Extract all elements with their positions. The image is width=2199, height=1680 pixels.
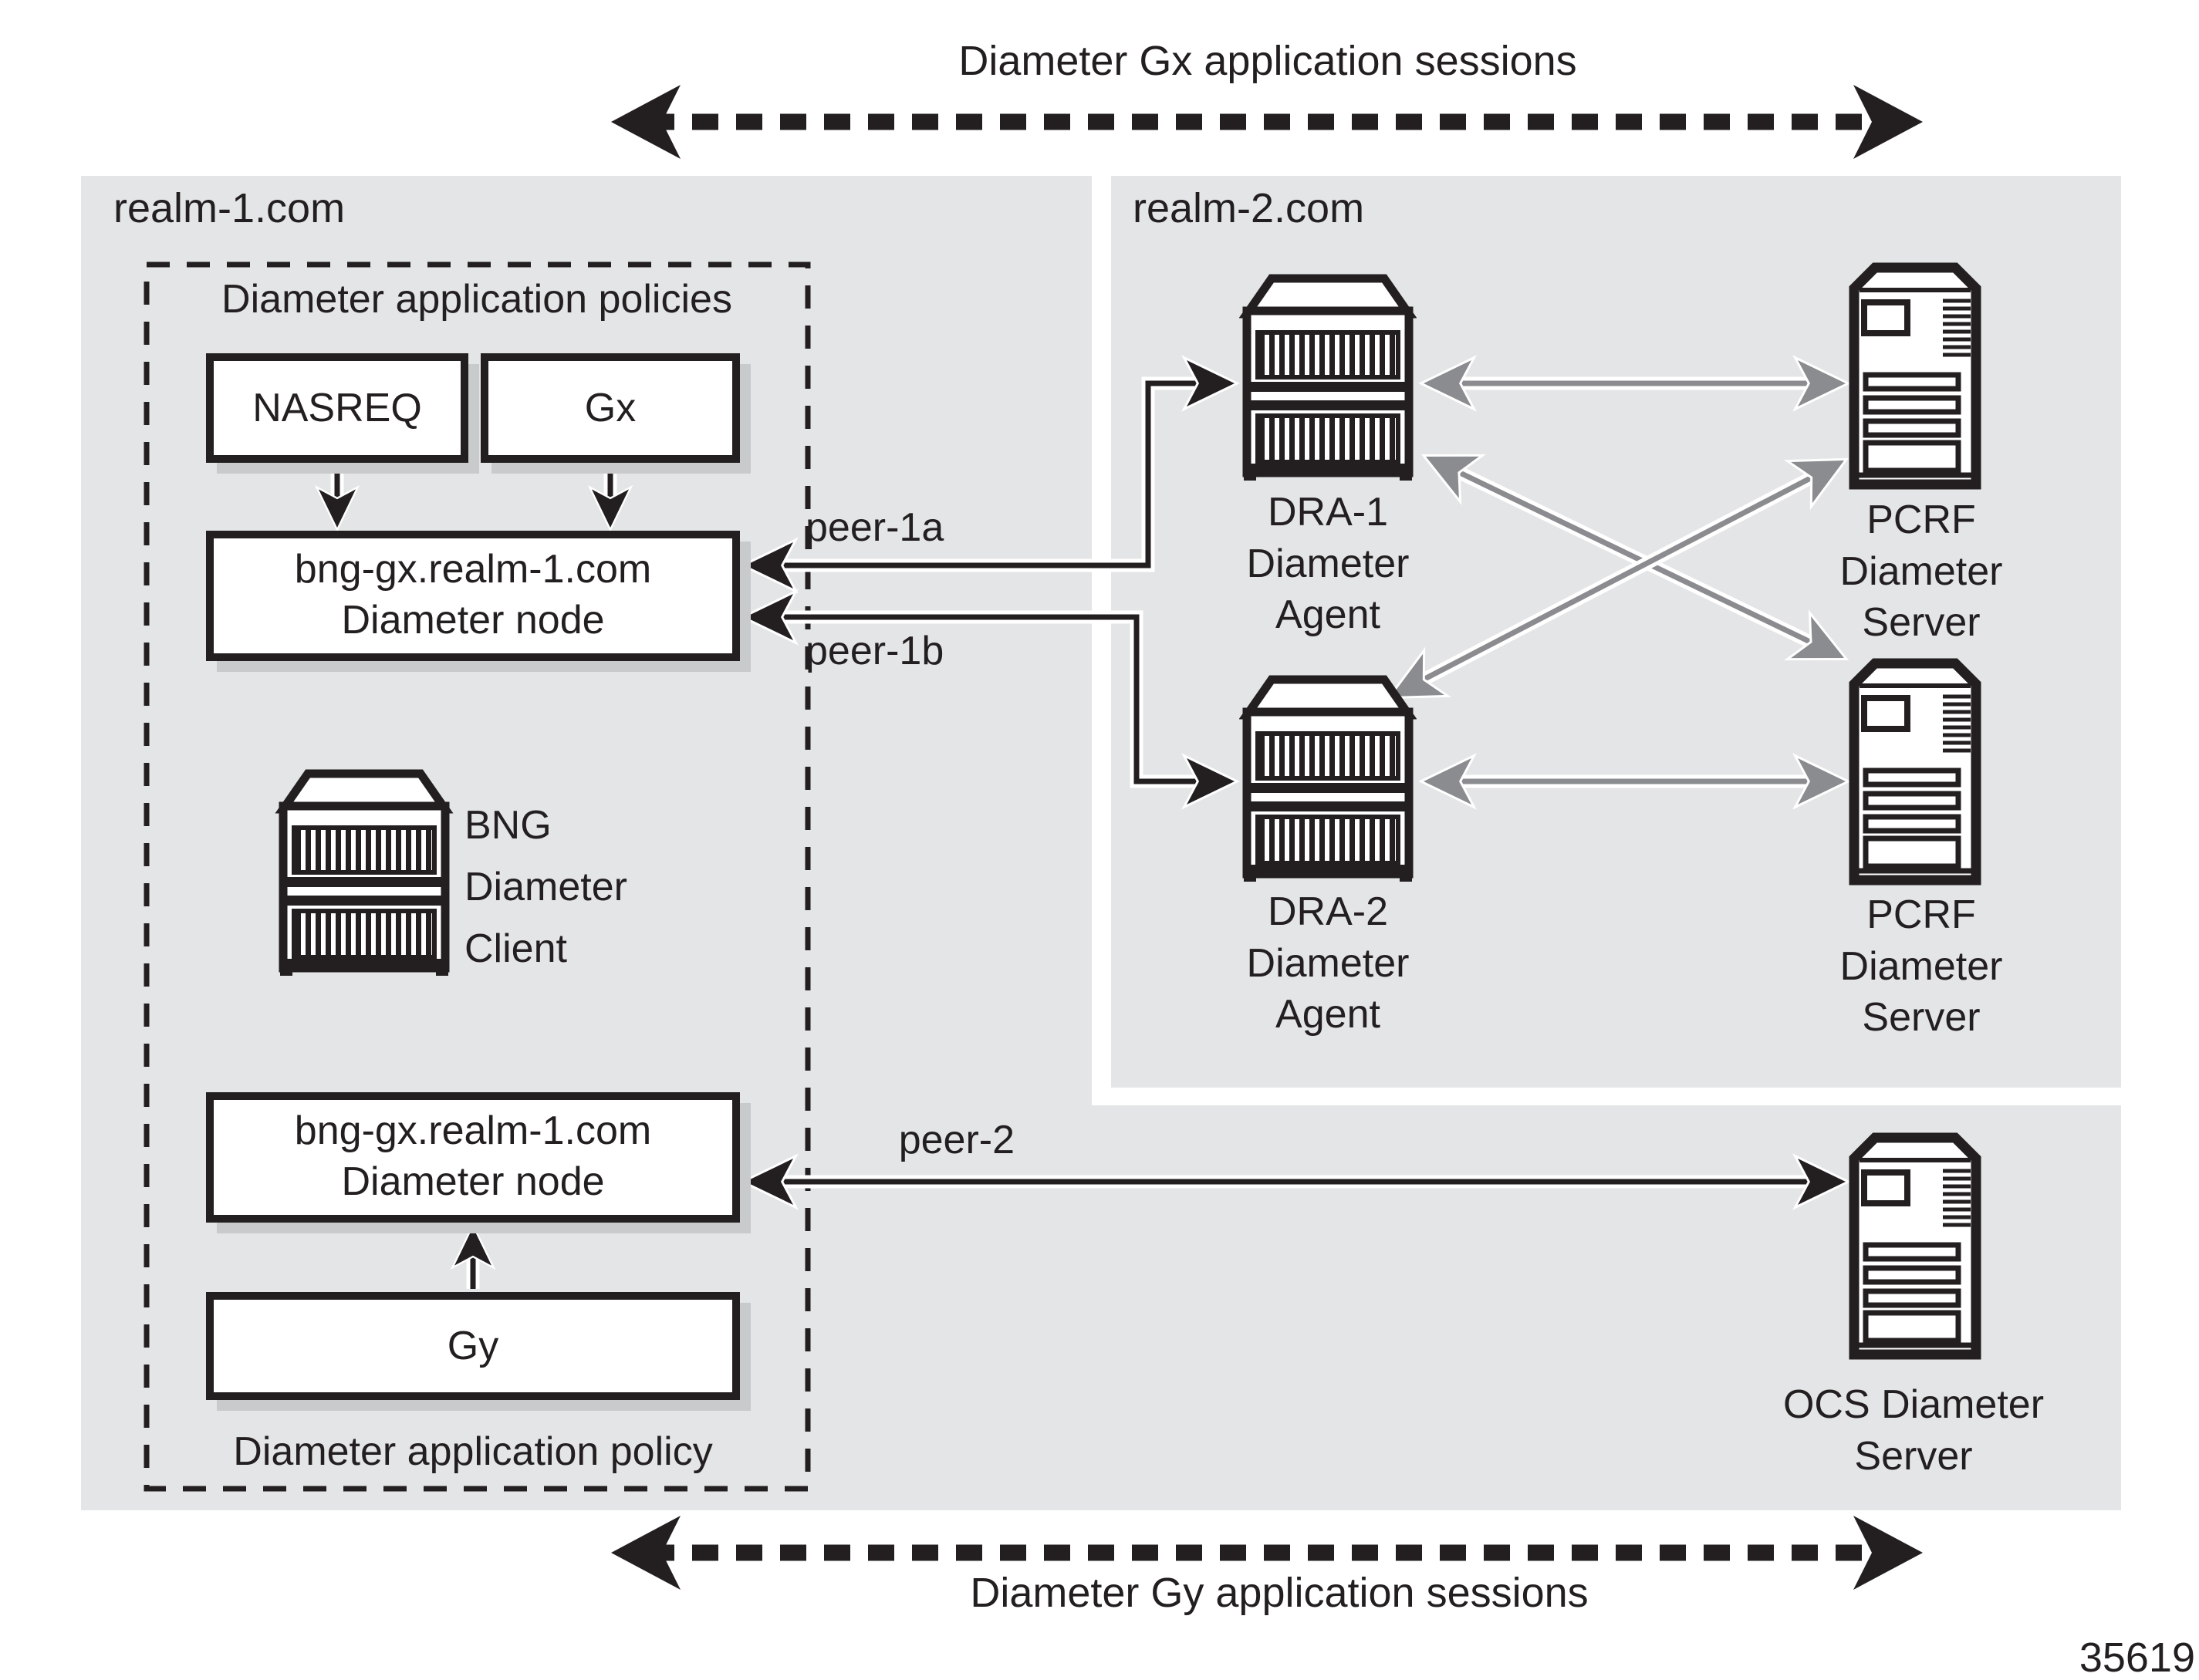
dra1-pcrf1-link (1424, 360, 1846, 407)
pcrf1-server-icon (1854, 268, 1976, 484)
pcrf1-label-line1: PCRF (1866, 498, 1976, 542)
dra2-label-line1: DRA-2 (1267, 889, 1389, 934)
bng-label-line3: Client (464, 926, 567, 971)
gx-sessions-title: Diameter Gx application sessions (958, 38, 1577, 84)
pcrf2-label-line2: Diameter (1839, 944, 2003, 989)
gx-policy-box (481, 353, 740, 463)
dra2-label-line2: Diameter (1246, 941, 1410, 986)
gy-node-name: bng-gx.realm-1.com (294, 1108, 652, 1153)
gy-session-arrow (611, 1516, 1923, 1590)
pcrf2-server-icon (1854, 663, 1976, 880)
dra2-pcrf2-link (1424, 758, 1846, 805)
dra1-label-line3: Agent (1275, 592, 1380, 637)
application-policy-dashed-box (144, 261, 811, 1492)
peer-2-connector (745, 1159, 1846, 1205)
dra1-pcrf2-link (1416, 436, 1854, 679)
dra2-label-line3: Agent (1275, 992, 1380, 1037)
bng-label-line1: BNG (464, 803, 552, 848)
gx-to-node-arrow (592, 466, 629, 528)
ocs-label-line2: Server (1854, 1434, 1973, 1479)
peer-1b-label: peer-1b (806, 629, 944, 673)
gy-sessions-title: Diameter Gy application sessions (970, 1570, 1589, 1616)
nasreq-policy-box (206, 353, 468, 463)
gy-diameter-node-box (206, 1092, 740, 1223)
figure-number: 35619 (2079, 1634, 2195, 1680)
gy-policy-box (206, 1292, 740, 1400)
dra2-rack-icon (1244, 680, 1412, 882)
peer-1a-label: peer-1a (806, 505, 944, 550)
peer-1a-connector (745, 360, 1235, 589)
nasreq-policy-label: NASREQ (252, 386, 422, 430)
gx-session-arrow (611, 85, 1923, 159)
peer-2-label: peer-2 (898, 1118, 1015, 1162)
peer-1b-connector (745, 594, 1235, 805)
realm-2-label: realm-2.com (1133, 185, 1365, 231)
policy-box-heading: Diameter application policies (221, 277, 732, 322)
gy-to-node-arrow (454, 1227, 491, 1289)
gy-node-type: Diameter node (341, 1159, 605, 1204)
gx-node-type: Diameter node (341, 598, 605, 643)
policy-box-footer: Diameter application policy (233, 1429, 713, 1474)
ocs-label-line1: OCS Diameter (1782, 1382, 2045, 1427)
pcrf2-label-line1: PCRF (1866, 892, 1976, 937)
gy-policy-label: Gy (447, 1324, 499, 1368)
bng-client-rack-icon (280, 774, 448, 976)
dra1-label-line1: DRA-1 (1267, 490, 1389, 535)
gx-node-name: bng-gx.realm-1.com (294, 547, 652, 592)
pcrf2-label-line3: Server (1862, 995, 1981, 1040)
gx-diameter-node-box (206, 531, 740, 661)
ocs-server-icon (1854, 1138, 1976, 1354)
gx-policy-label: Gx (584, 386, 637, 430)
pcrf1-label-line3: Server (1862, 600, 1981, 645)
dra1-label-line2: Diameter (1246, 541, 1410, 586)
nasreq-to-node-arrow (319, 466, 356, 528)
dra1-rack-icon (1244, 278, 1412, 481)
dra2-pcrf1-link (1380, 440, 1855, 717)
pcrf1-label-line2: Diameter (1839, 549, 2003, 594)
realm-1-label: realm-1.com (113, 185, 346, 231)
bng-label-line2: Diameter (464, 865, 627, 909)
